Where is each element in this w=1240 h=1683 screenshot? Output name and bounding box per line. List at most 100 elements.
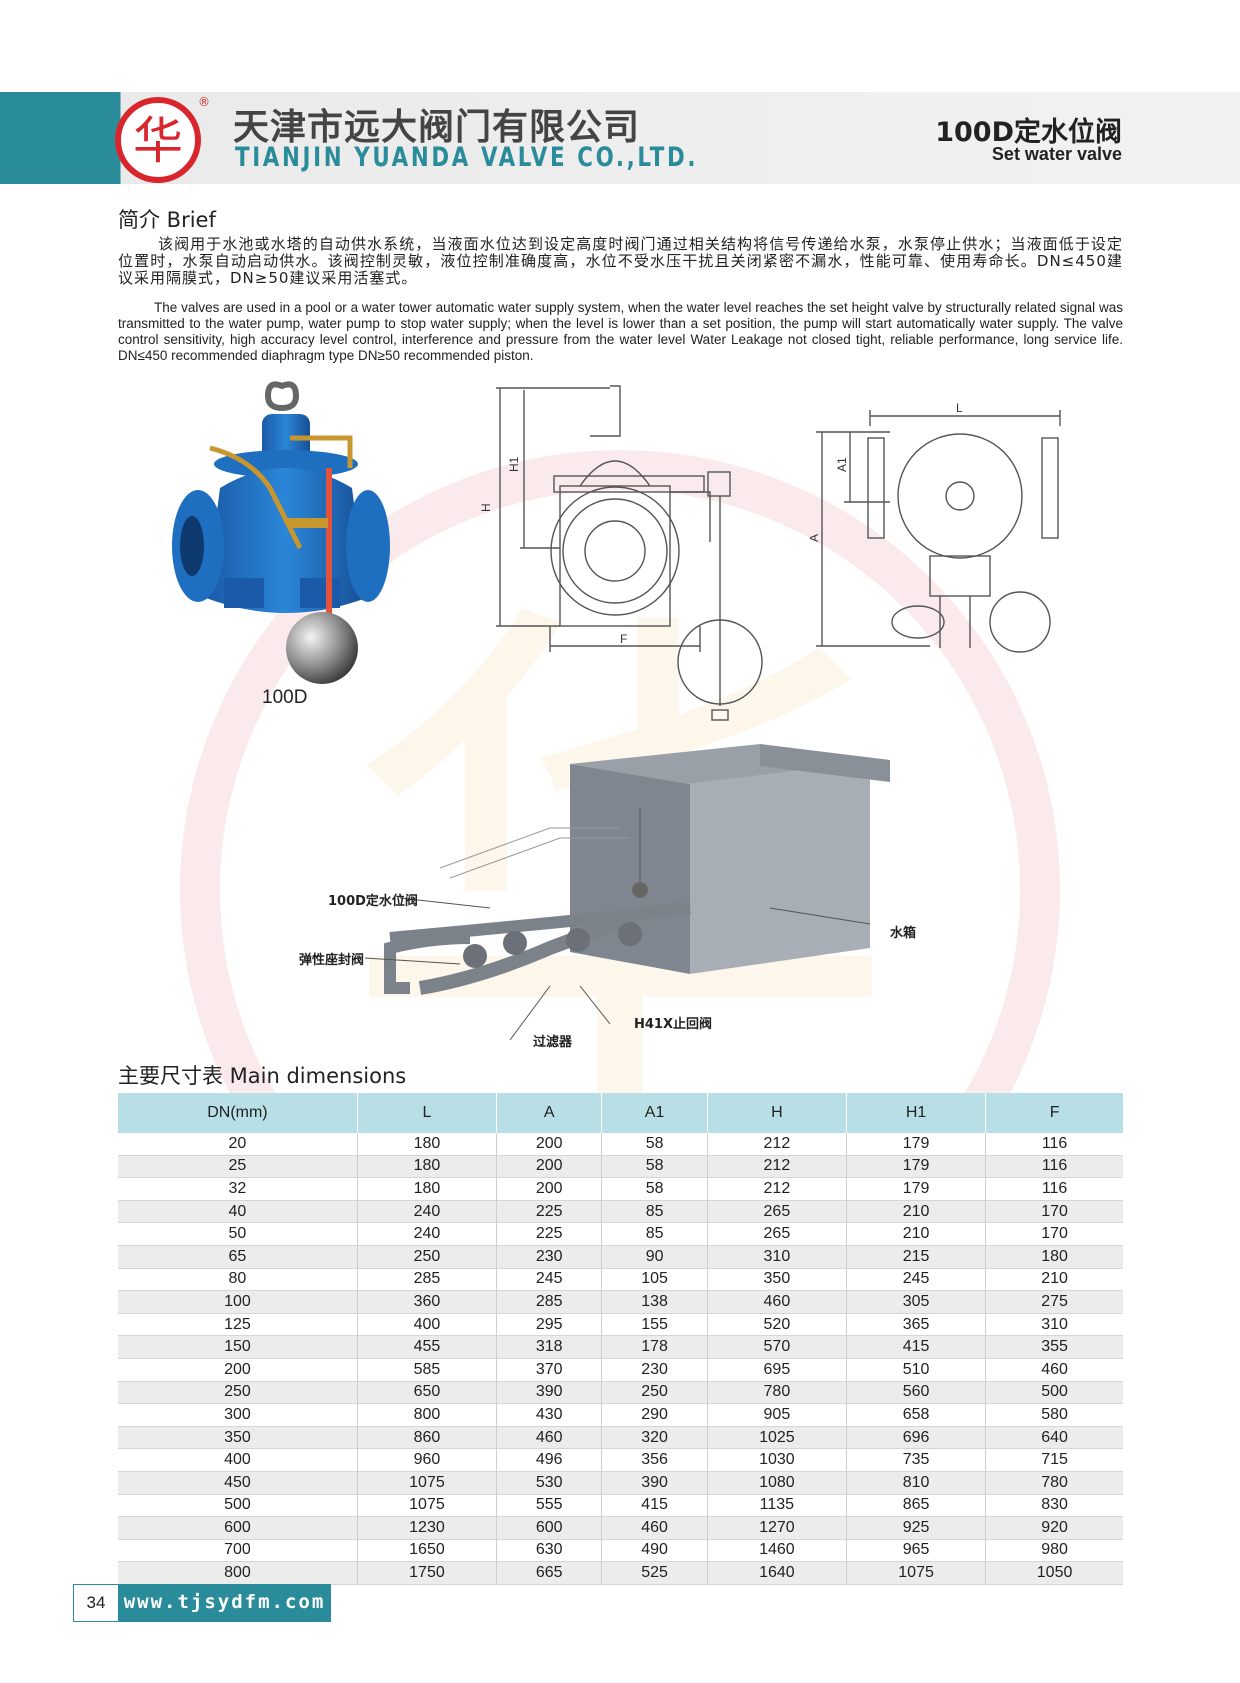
table-cell: 265 bbox=[707, 1222, 847, 1246]
table-cell: 455 bbox=[357, 1335, 498, 1359]
website-url[interactable]: www.tjsydfm.com bbox=[118, 1584, 331, 1622]
table-cell: 500 bbox=[118, 1494, 358, 1517]
table-cell: 735 bbox=[846, 1448, 987, 1472]
table-cell: 155 bbox=[601, 1313, 708, 1336]
table-cell: 500 bbox=[985, 1381, 1123, 1404]
table-cell: 1230 bbox=[357, 1516, 498, 1540]
table-cell: 350 bbox=[118, 1426, 358, 1449]
table-cell: 100 bbox=[118, 1290, 358, 1314]
table-cell: 240 bbox=[357, 1222, 498, 1246]
table-cell: 250 bbox=[118, 1381, 358, 1404]
dim-label-h: H bbox=[480, 503, 493, 512]
table-cell: 200 bbox=[496, 1133, 603, 1156]
table-cell: 520 bbox=[707, 1313, 847, 1336]
table-cell: 265 bbox=[707, 1200, 847, 1223]
table-cell: 525 bbox=[601, 1561, 708, 1585]
brief-text-en: The valves are used in a pool or a water… bbox=[118, 300, 1123, 363]
table-cell: 210 bbox=[985, 1268, 1123, 1291]
table-cell: 90 bbox=[601, 1245, 708, 1269]
label-seal-valve: 弹性座封阀 bbox=[299, 953, 365, 968]
table-cell: 555 bbox=[496, 1494, 603, 1517]
table-cell: 360 bbox=[357, 1290, 498, 1314]
table-cell: 225 bbox=[496, 1222, 603, 1246]
company-name-cn: 天津市远大阀门有限公司 bbox=[233, 107, 641, 148]
table-cell: 295 bbox=[496, 1313, 603, 1336]
logo-character: 华 bbox=[133, 112, 183, 170]
dim-label-f: F bbox=[620, 632, 627, 646]
product-title-en: Set water valve bbox=[991, 144, 1122, 164]
header-band bbox=[0, 92, 1240, 184]
table-cell: 580 bbox=[985, 1403, 1123, 1427]
table-cell: 80 bbox=[118, 1268, 358, 1291]
table-cell: 860 bbox=[357, 1426, 498, 1449]
col-header: H bbox=[707, 1093, 847, 1133]
table-cell: 960 bbox=[357, 1448, 498, 1472]
table-cell: 230 bbox=[601, 1358, 708, 1382]
table-cell: 665 bbox=[496, 1561, 603, 1585]
table-cell: 780 bbox=[707, 1381, 847, 1404]
side-view-drawing: L A A1 bbox=[810, 401, 1061, 653]
table-cell: 1270 bbox=[707, 1516, 847, 1540]
table-cell: 245 bbox=[846, 1268, 987, 1291]
table-cell: 50 bbox=[118, 1222, 358, 1246]
table-cell: 200 bbox=[496, 1177, 603, 1201]
table-cell: 138 bbox=[601, 1290, 708, 1314]
table-cell: 285 bbox=[496, 1290, 603, 1314]
col-header: L bbox=[357, 1093, 498, 1133]
table-cell: 1135 bbox=[707, 1494, 847, 1517]
table-cell: 1640 bbox=[707, 1561, 847, 1585]
table-cell: 20 bbox=[118, 1133, 358, 1156]
label-water-tank: 水箱 bbox=[890, 926, 917, 941]
table-cell: 365 bbox=[846, 1313, 987, 1336]
table-cell: 105 bbox=[601, 1268, 708, 1291]
label-check-valve: H41X止回阀 bbox=[634, 1017, 712, 1032]
table-cell: 370 bbox=[496, 1358, 603, 1382]
col-header: H1 bbox=[846, 1093, 987, 1133]
dim-label-l: L bbox=[956, 401, 963, 415]
table-cell: 58 bbox=[601, 1155, 708, 1178]
table-cell: 430 bbox=[496, 1403, 603, 1427]
table-cell: 200 bbox=[118, 1358, 358, 1382]
table-cell: 116 bbox=[985, 1155, 1123, 1178]
table-cell: 965 bbox=[846, 1539, 987, 1562]
table-cell: 415 bbox=[601, 1494, 708, 1517]
table-cell: 320 bbox=[601, 1426, 708, 1449]
table-cell: 275 bbox=[985, 1290, 1123, 1314]
table-cell: 58 bbox=[601, 1133, 708, 1156]
table-header-row: DN(mm) L A A1 H H1 F bbox=[118, 1093, 1123, 1133]
col-header: F bbox=[985, 1093, 1123, 1133]
table-cell: 179 bbox=[846, 1155, 987, 1178]
table-cell: 356 bbox=[601, 1448, 708, 1472]
table-cell: 215 bbox=[846, 1245, 987, 1269]
table-cell: 510 bbox=[846, 1358, 987, 1382]
table-cell: 585 bbox=[357, 1358, 498, 1382]
product-title-cn: 100D定水位阀 bbox=[935, 117, 1122, 148]
table-cell: 830 bbox=[985, 1494, 1123, 1517]
brief-title: 简介 Brief bbox=[118, 208, 216, 232]
table-cell: 305 bbox=[846, 1290, 987, 1314]
table-cell: 210 bbox=[846, 1200, 987, 1223]
table-cell: 178 bbox=[601, 1335, 708, 1359]
table-cell: 310 bbox=[707, 1245, 847, 1269]
table-cell: 460 bbox=[707, 1290, 847, 1314]
table-cell: 560 bbox=[846, 1381, 987, 1404]
table-cell: 240 bbox=[357, 1200, 498, 1223]
table-cell: 1080 bbox=[707, 1471, 847, 1494]
table-cell: 355 bbox=[985, 1335, 1123, 1359]
company-logo: 华 ® bbox=[115, 95, 210, 183]
brief-text-cn: 该阀用于水池或水塔的自动供水系统，当液面水位达到设定高度时阀门通过相关结构将信号… bbox=[118, 235, 1123, 287]
table-cell: 810 bbox=[846, 1471, 987, 1494]
table-cell: 85 bbox=[601, 1200, 708, 1223]
table-cell: 230 bbox=[496, 1245, 603, 1269]
table-cell: 1025 bbox=[707, 1426, 847, 1449]
table-cell: 180 bbox=[357, 1177, 498, 1201]
